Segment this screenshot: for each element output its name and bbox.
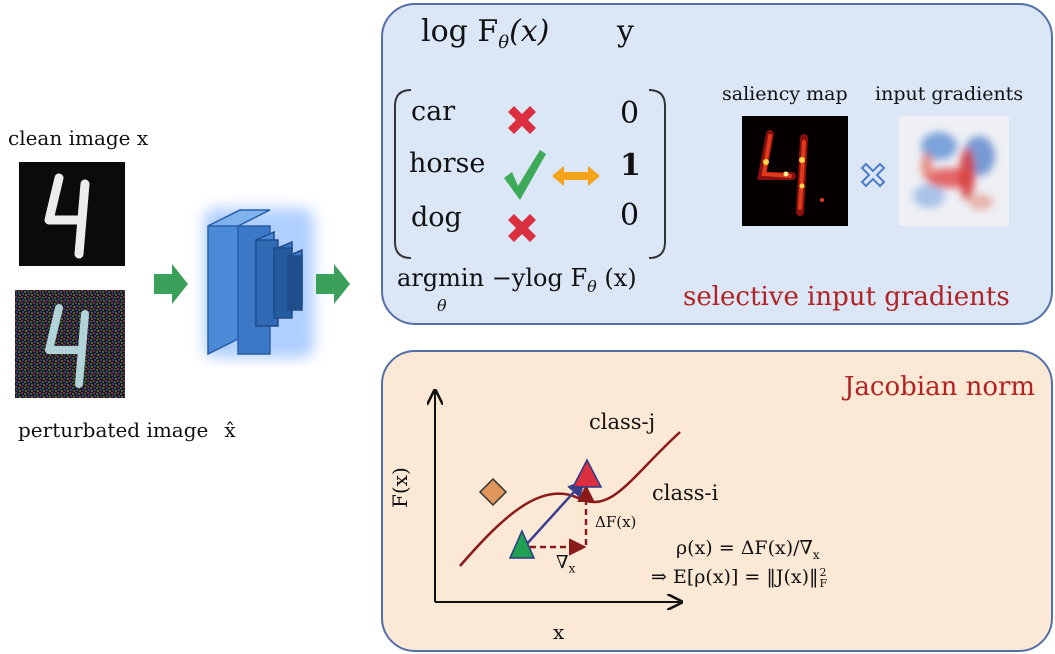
- cross-icon: [508, 214, 536, 242]
- delta-f-label: ΔF(x): [595, 513, 637, 531]
- cross-icon: [508, 106, 536, 134]
- logit-label: log Fθ(x): [421, 14, 550, 53]
- saliency-map-label: saliency map: [722, 83, 848, 105]
- diamond-marker: [478, 477, 508, 507]
- multiply-icon: [860, 162, 886, 188]
- check-icon: [504, 150, 546, 200]
- input-arrow: [154, 264, 188, 304]
- matrix-brackets: [394, 89, 666, 259]
- rho-equation: ρ(x) = ΔF(x)/∇x: [676, 537, 820, 562]
- neural-network-icon: [207, 208, 303, 356]
- output-arrow: [316, 264, 350, 304]
- x-hat-symbol: x̂: [224, 418, 236, 442]
- target-value-horse: 1: [620, 148, 641, 183]
- x-axis-label: x: [553, 620, 565, 644]
- y-axis-label: F(x): [388, 467, 412, 508]
- class-j-label: class-j: [589, 410, 656, 434]
- input-gradients-label: input gradients: [875, 83, 1024, 105]
- input-gradients-image: [899, 116, 1009, 226]
- loss-subscript: θ: [437, 296, 447, 315]
- gradient-arrow: [524, 479, 586, 547]
- class-i-triangle: [508, 529, 536, 559]
- bottom-panel-title: Jacobian norm: [844, 372, 1036, 402]
- target-label: y: [617, 14, 634, 49]
- loss-formula: argmin −ylog Fθ (x): [397, 264, 637, 296]
- class-label-dog: dog: [411, 202, 462, 233]
- class-label-horse: horse: [409, 148, 486, 179]
- digit-four-clean: [44, 173, 90, 259]
- class-label-car: car: [411, 96, 456, 127]
- nabla-x-label: ∇x: [556, 552, 576, 576]
- clean-image-label: clean image x: [8, 126, 149, 150]
- digit-four-noisy: [15, 290, 125, 398]
- class-marks: [504, 106, 600, 242]
- saliency-map-image: [742, 116, 848, 226]
- class-j-triangle: [571, 458, 603, 488]
- class-i-label: class-i: [652, 481, 719, 505]
- perturbed-image: [15, 290, 125, 398]
- target-value-car: 0: [620, 96, 640, 131]
- target-value-dog: 0: [620, 198, 640, 233]
- network-diagram: [154, 208, 350, 358]
- clean-image: [19, 162, 125, 266]
- jacobian-plot: [381, 350, 1053, 650]
- arrow-double-icon: [552, 166, 600, 186]
- top-panel-title: selective input gradients: [683, 282, 1010, 312]
